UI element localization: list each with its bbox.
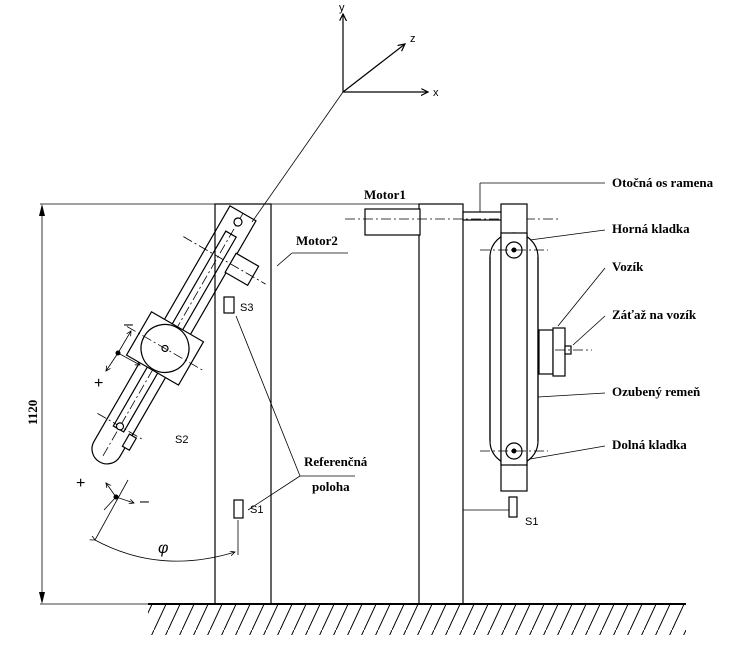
s1-right-label: S1 [525,516,538,528]
toothed-belt-label: Ozubený remeň [612,384,701,399]
lower-direction-signs: + – [76,475,149,511]
tilted-arm [91,205,266,465]
lower-dir-arrow-up [106,483,117,498]
s3-label: S3 [240,302,253,314]
upper-pulley-hub [511,247,517,253]
reference-label-line1: Referenčná [304,454,368,469]
right-leaders [529,229,606,460]
lower-minus-sign: – [140,493,149,510]
coordinate-axes: y z x [251,2,439,223]
ground-hatch [148,605,686,635]
lower-plus-sign: + [76,475,85,492]
s1-right-sensor [508,496,518,518]
motor1-body [364,208,421,236]
upper-dir-arrow-down [106,352,119,371]
motor2-axis [183,236,266,285]
ref-leader-s3 [235,315,301,477]
upper-dir-arrow-side [117,352,140,365]
s2-label: S2 [175,434,188,446]
lower-dir-origin [113,494,119,500]
lower-pulley-hub [511,448,517,454]
cart-load-label: Záťaž na vozík [612,307,697,322]
right-arm-overlay [500,232,528,466]
ground [148,603,686,635]
z-axis-label: z [410,33,416,45]
arm-extension-line [94,479,129,541]
s1-left-sensor [233,499,244,519]
lower-dir-arrow-side [115,496,134,503]
upper-plus-sign: + [94,375,103,392]
cart-label: Vozík [612,259,644,274]
height-dimension: 1120 [25,203,428,605]
right-column-body [418,203,464,605]
cart-load-leader [572,315,606,346]
arm-lower-pivot [115,422,125,431]
reference-leaders [235,315,355,511]
motor1-label: Motor1 [364,187,406,202]
upper-direction-signs: – + [94,316,140,392]
lower-dir-stub [103,496,117,511]
s2-sensor-tab [121,433,138,452]
cart-leader [557,267,606,327]
lower-pulley-label: Dolná kladka [612,437,687,452]
cart-load [552,327,566,377]
cart-body [538,329,554,375]
upper-dir-origin [115,350,121,356]
carriage-axis [126,326,204,371]
arm-axis-label: Otočná os ramena [612,175,714,190]
s3-sensor [223,296,235,314]
s1-left-label: S1 [250,504,263,516]
upper-dir-arrow-up [117,331,131,354]
z-axis-arrow [342,44,405,93]
motor2-body [224,252,260,287]
upper-pulley-label: Horná kladka [612,221,690,236]
right-view: Motor1 S1 [345,182,605,605]
axis-leader-line [251,91,344,223]
x-axis-label: x [433,87,439,99]
lower-pulley-leader [529,445,606,460]
angle-label: φ [158,540,168,557]
dimension-arrow-bottom [39,592,45,604]
reference-label-line2: poloha [312,479,350,494]
motor2-leader [276,252,293,267]
arm-top-pivot [233,217,243,227]
arm-outer-rail [91,205,257,465]
belt-leader [537,392,606,398]
angle-arc [95,540,235,562]
dimension-value: 1120 [25,400,40,425]
upper-pulley-leader [529,229,606,241]
motor2-label: Motor2 [296,233,338,248]
y-axis-label: y [339,2,345,14]
dimension-arrow-top [39,204,45,216]
upper-minus-sign: – [124,316,133,333]
ref-leader-s1 [247,475,301,511]
